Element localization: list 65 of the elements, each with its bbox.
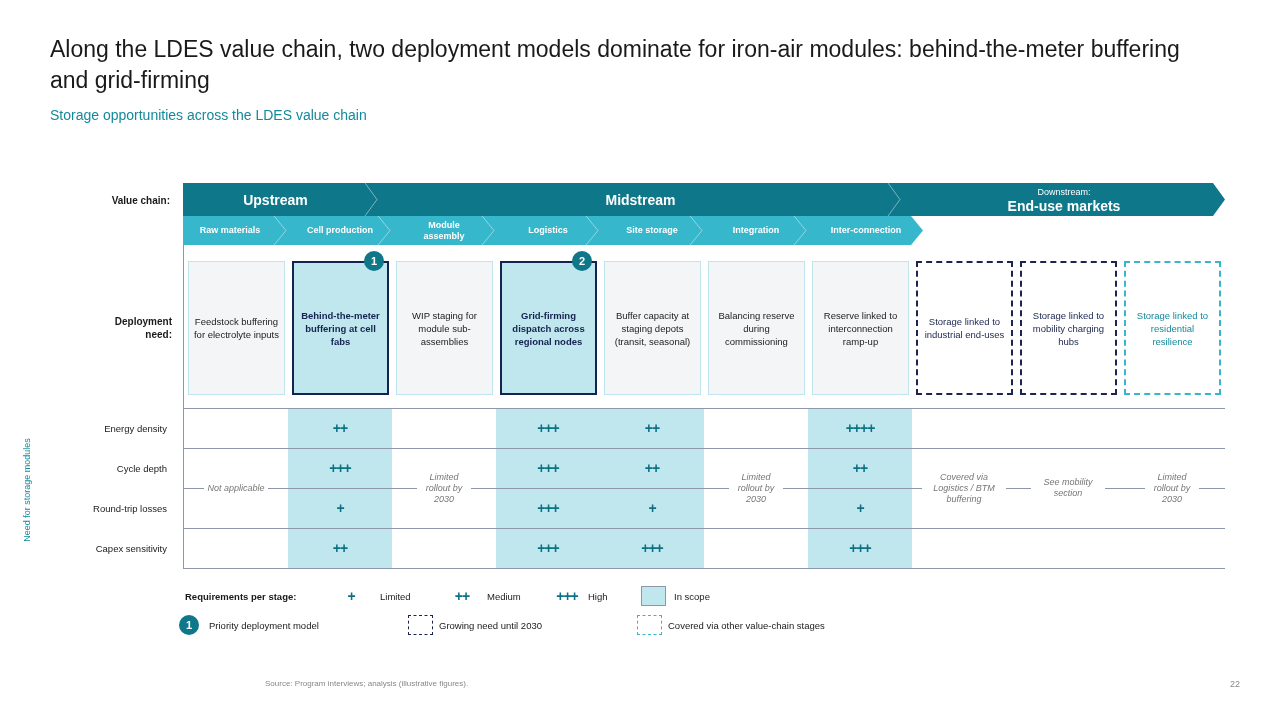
rating-plus: +++ — [556, 588, 578, 604]
cell-note: Limited rollout by 2030 — [729, 471, 783, 505]
rating-plus: +++ — [537, 540, 559, 556]
legend-label: Priority deployment model — [209, 619, 319, 631]
row-heading: Deployment need: — [113, 315, 172, 341]
deployment-need-box: Storage linked to industrial end-uses — [916, 261, 1013, 395]
row-heading: Capex sensitivity — [95, 542, 167, 554]
rating-plus: +++ — [537, 460, 559, 476]
legend-label: Growing need until 2030 — [439, 619, 542, 631]
row-heading: Energy density — [104, 422, 167, 434]
rating-plus: +++ — [329, 460, 351, 476]
chevron-stage: Module assembly — [391, 216, 495, 245]
deployment-need-box: Buffer capacity at staging depots (transit, seasonal) — [604, 261, 701, 395]
axis-title: Need for storage modules — [22, 438, 32, 542]
deployment-need-box: Feedstock buffering for electrolyte inputs — [188, 261, 285, 395]
rating-plus: +++ — [641, 540, 663, 556]
rating-plus: +++ — [537, 500, 559, 516]
rating-plus: +++ — [849, 540, 871, 556]
deployment-need-box: Storage linked to mobility charging hubs — [1020, 261, 1117, 395]
chevron-stage: Integration — [703, 216, 807, 245]
cell-note: Limited rollout by 2030 — [417, 471, 471, 505]
row-heading: Round-trip losses — [93, 502, 167, 514]
rating-plus: ++ — [852, 460, 868, 476]
deployment-need-box: Storage linked to residential resilience — [1124, 261, 1221, 395]
legend-label: Limited — [380, 590, 411, 602]
deployment-need-box: Reserve linked to interconnection ramp-up — [812, 261, 909, 395]
subtitle: Storage opportunities across the LDES value chain — [50, 107, 367, 123]
rating-plus: + — [856, 500, 864, 516]
rating-plus: + — [347, 588, 355, 604]
rating-plus: ++++ — [845, 420, 875, 436]
legend-label: Covered via other value-chain stages — [668, 619, 825, 631]
rating-plus: + — [336, 500, 344, 516]
legend-label: In scope — [674, 590, 710, 602]
chevron-stage: Upstream — [183, 183, 378, 216]
rating-plus: ++ — [644, 460, 660, 476]
chevron-stage: Raw materials — [183, 216, 287, 245]
chevron-stage: Midstream — [378, 183, 901, 216]
page-number: 22 — [1230, 679, 1240, 689]
chevron-stage: Site storage — [599, 216, 703, 245]
row-heading: Value chain: — [111, 193, 170, 207]
cell-note: Limited rollout by 2030 — [1145, 471, 1199, 505]
number-badge: 2 — [572, 251, 592, 271]
legend-label: High — [588, 590, 608, 602]
legend-heading: Requirements per stage: — [185, 590, 297, 602]
rating-plus: ++ — [332, 540, 348, 556]
number-badge: 1 — [364, 251, 384, 271]
deployment-need-box: WIP staging for module sub-assemblies — [396, 261, 493, 395]
rating-plus: ++ — [454, 588, 470, 604]
number-badge: 1 — [179, 615, 199, 635]
chevron-stage: Logistics — [495, 216, 599, 245]
legend-label: Medium — [487, 590, 521, 602]
rating-plus: +++ — [537, 420, 559, 436]
row-heading: Cycle depth — [116, 462, 167, 474]
cell-note: See mobility section — [1031, 477, 1105, 499]
rating-plus: + — [648, 500, 656, 516]
rating-plus: ++ — [644, 420, 660, 436]
cell-note: Covered via Logistics / BTM buffering — [922, 471, 1006, 505]
chevron-stage: Inter-connection — [807, 216, 923, 245]
rating-plus: ++ — [332, 420, 348, 436]
chevron-stage: Cell production — [287, 216, 391, 245]
slide-title: Along the LDES value chain, two deployment models dominate for iron-air modules: behind-the-meter buffering and grid-firming — [50, 35, 1181, 95]
chevron-stage: Downstream: End-use markets — [901, 183, 1225, 216]
deployment-need-box: Balancing reserve during commissioning — [708, 261, 805, 395]
cell-note: Not applicable — [204, 482, 268, 494]
source-note: Source: Program interviews; analysis (illustrative figures). — [265, 678, 469, 688]
